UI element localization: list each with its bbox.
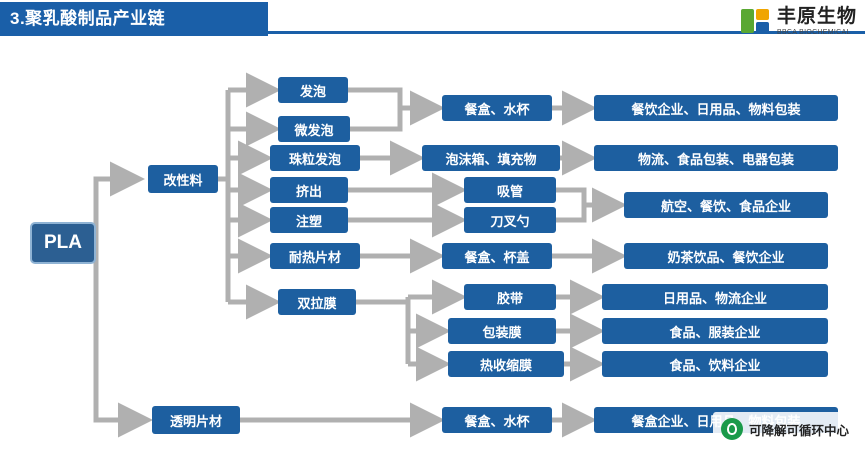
- node-product-shrink-film-label: 热收缩膜: [479, 357, 532, 373]
- node-process-foaming-label: 发泡: [299, 83, 326, 99]
- node-product-tape-label: 胶带: [496, 290, 523, 306]
- node-product-packaging-film-label: 包装膜: [482, 324, 522, 340]
- logo-name-en: BBCA BIOCHEMICAL: [776, 28, 851, 36]
- logo-name-cn: 丰原生物: [776, 5, 857, 27]
- node-process-biaxial-film[interactable]: 双拉膜: [278, 289, 356, 315]
- node-product-lunchbox-cup-bottom-label: 餐盒、水杯: [464, 413, 530, 429]
- node-market-logistics-food-appliance[interactable]: 物流、食品包装、电器包装: [594, 145, 838, 171]
- node-product-lunchbox-lid-label: 餐盒、杯盖: [464, 249, 530, 265]
- node-market-daily-logistics[interactable]: 日用品、物流企业: [602, 284, 828, 310]
- node-market-food-apparel-label: 食品、服装企业: [669, 324, 761, 340]
- logo-mark-icon: [740, 6, 771, 36]
- node-market-milktea-catering-label: 奶茶饮品、餐饮企业: [667, 249, 785, 265]
- leaf-icon: [720, 418, 743, 440]
- node-product-lunchbox-cup-top-label: 餐盒、水杯: [464, 101, 530, 117]
- node-process-injection-label: 注塑: [295, 213, 322, 229]
- node-process-bead-foaming-label: 珠粒发泡: [288, 151, 341, 167]
- node-product-lunchbox-cup-bottom[interactable]: 餐盒、水杯: [442, 407, 552, 433]
- node-market-food-apparel[interactable]: 食品、服装企业: [602, 318, 828, 344]
- node-process-extrusion[interactable]: 挤出: [270, 177, 348, 203]
- watermark-label: 可降解可循环中心: [748, 423, 849, 438]
- node-product-straw[interactable]: 吸管: [464, 177, 556, 203]
- node-process-micro-foaming[interactable]: 微发泡: [278, 116, 350, 142]
- connector-lines: [93, 72, 627, 438]
- node-pla[interactable]: PLA: [30, 222, 96, 264]
- node-process-heat-resist-sheet-label: 耐热片材: [288, 249, 341, 265]
- node-product-shrink-film[interactable]: 热收缩膜: [448, 351, 564, 377]
- node-product-straw-label: 吸管: [496, 183, 523, 199]
- watermark-badge: 可降解可循环中心: [712, 412, 857, 446]
- node-product-cutlery[interactable]: 刀叉勺: [464, 207, 556, 233]
- node-market-aviation-catering-food-label: 航空、餐饮、食品企业: [660, 198, 791, 214]
- node-product-tape[interactable]: 胶带: [464, 284, 556, 310]
- node-market-milktea-catering[interactable]: 奶茶饮品、餐饮企业: [624, 243, 828, 269]
- slide-header: 3.聚乳酸制品产业链 丰原生物 BBCA BIOCHEMICAL: [0, 0, 865, 44]
- node-product-lunchbox-lid[interactable]: 餐盒、杯盖: [442, 243, 552, 269]
- node-process-micro-foaming-label: 微发泡: [294, 122, 334, 138]
- node-market-logistics-food-appliance-label: 物流、食品包装、电器包装: [637, 151, 794, 167]
- node-stage-modified-label: 改性料: [163, 172, 203, 188]
- node-process-foaming[interactable]: 发泡: [278, 77, 348, 103]
- node-stage-transparent-sheet-label: 透明片材: [169, 413, 222, 429]
- node-stage-modified[interactable]: 改性料: [148, 165, 218, 193]
- node-process-injection[interactable]: 注塑: [270, 207, 348, 233]
- page-title: 3.聚乳酸制品产业链: [0, 2, 268, 36]
- node-product-foam-box-filler[interactable]: 泡沫箱、填充物: [422, 145, 560, 171]
- node-market-catering-daily-packaging[interactable]: 餐饮企业、日用品、物料包装: [594, 95, 838, 121]
- node-product-lunchbox-cup-top[interactable]: 餐盒、水杯: [442, 95, 552, 121]
- node-product-packaging-film[interactable]: 包装膜: [448, 318, 556, 344]
- node-market-aviation-catering-food[interactable]: 航空、餐饮、食品企业: [624, 192, 828, 218]
- company-logo: 丰原生物 BBCA BIOCHEMICAL: [740, 3, 857, 39]
- node-market-food-beverage-label: 食品、饮料企业: [669, 357, 761, 373]
- node-pla-label: PLA: [44, 232, 82, 253]
- node-product-cutlery-label: 刀叉勺: [490, 213, 530, 229]
- diagram-canvas: PLA 改性料 透明片材 发泡 微发泡 珠粒发泡 挤出 注塑 耐热片材 双拉膜: [0, 44, 865, 450]
- node-market-catering-daily-packaging-label: 餐饮企业、日用品、物料包装: [631, 101, 801, 117]
- node-process-extrusion-label: 挤出: [295, 183, 322, 199]
- title-rule: [268, 31, 865, 34]
- node-market-food-beverage[interactable]: 食品、饮料企业: [602, 351, 828, 377]
- node-process-biaxial-film-label: 双拉膜: [297, 295, 337, 311]
- node-product-foam-box-filler-label: 泡沫箱、填充物: [445, 151, 537, 167]
- node-stage-transparent-sheet[interactable]: 透明片材: [152, 406, 240, 434]
- node-market-daily-logistics-label: 日用品、物流企业: [662, 290, 767, 306]
- node-process-bead-foaming[interactable]: 珠粒发泡: [270, 145, 360, 171]
- node-process-heat-resist-sheet[interactable]: 耐热片材: [270, 243, 360, 269]
